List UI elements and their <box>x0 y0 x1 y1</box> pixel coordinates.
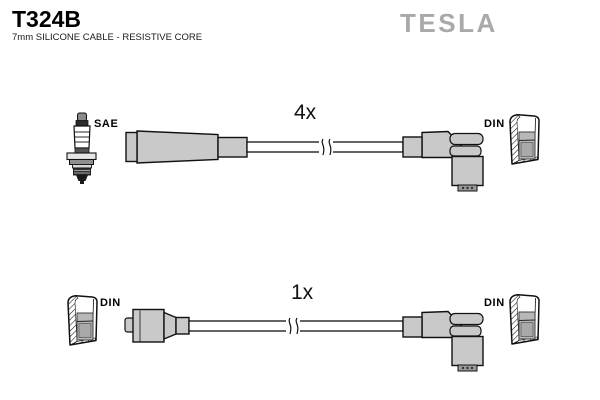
cable-bottom <box>188 317 404 335</box>
part-number: T324B <box>12 6 81 32</box>
din-sleeve-bottom-left <box>67 295 98 346</box>
cable-spec-subtitle: 7mm SILICONE CABLE - RESISTIVE CORE <box>12 32 202 43</box>
bottom-cable-assembly: DIN 1x DIN <box>67 281 540 372</box>
din-end-label-top: DIN <box>484 118 505 130</box>
bottom-quantity-label: 1x <box>291 281 314 304</box>
din-sleeve-bottom-right <box>509 294 540 345</box>
angled-boot-bottom <box>402 310 484 372</box>
straight-boot <box>125 130 248 164</box>
spark-plug-icon <box>66 112 97 184</box>
sae-end-label: SAE <box>94 118 118 130</box>
din-end-label-bottom-left: DIN <box>100 297 121 309</box>
din-sleeve-top <box>509 114 540 165</box>
angled-boot-top <box>402 130 484 192</box>
cable-top <box>246 138 404 156</box>
din-end-label-bottom-right: DIN <box>484 297 505 309</box>
top-cable-assembly: SAE 4x DIN <box>66 101 540 192</box>
top-quantity-label: 4x <box>294 101 317 124</box>
tesla-brand-logo: TESLA <box>400 8 498 38</box>
coil-boot <box>124 308 190 343</box>
